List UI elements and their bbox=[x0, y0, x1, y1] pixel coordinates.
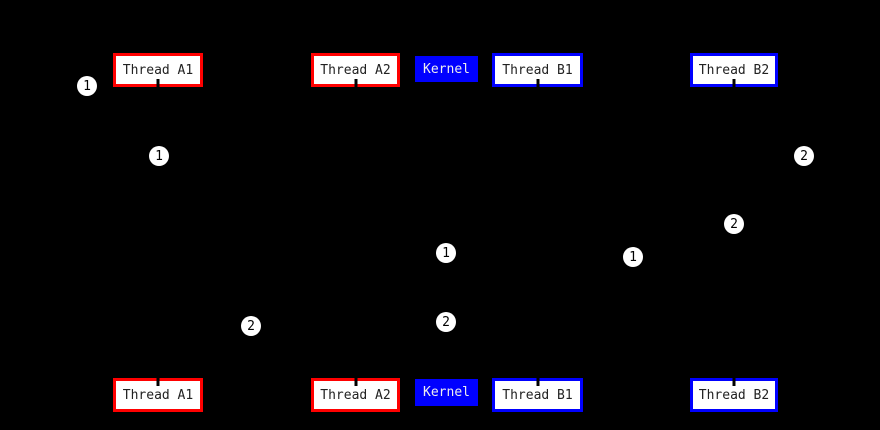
lifeline-stub bbox=[536, 79, 539, 88]
sequence-step-badge: 1 bbox=[623, 247, 643, 267]
participant-label: Thread A1 bbox=[122, 387, 194, 403]
lifeline-stub bbox=[156, 377, 160, 386]
participant-box-thread-b2-bottom: Thread B2 bbox=[690, 377, 778, 412]
participant-label: Thread B2 bbox=[698, 62, 770, 78]
participant-label: Kernel bbox=[423, 385, 470, 400]
participant-label: Thread A1 bbox=[122, 62, 194, 78]
lifeline-stub bbox=[536, 377, 539, 386]
lifeline-stub bbox=[732, 377, 736, 386]
participant-box-thread-a2-top: Thread A2 bbox=[311, 53, 400, 88]
sequence-step-badge: 1 bbox=[436, 243, 456, 263]
lifeline-stub bbox=[156, 79, 160, 88]
lifeline-stub bbox=[354, 377, 357, 386]
participant-label: Thread B1 bbox=[502, 387, 573, 403]
participant-label: Thread B1 bbox=[502, 62, 573, 78]
participant-box-thread-b2-top: Thread B2 bbox=[690, 53, 778, 88]
participant-label: Kernel bbox=[423, 61, 470, 77]
sequence-step-badge: 1 bbox=[77, 76, 97, 96]
sequence-step-badge: 1 bbox=[149, 146, 169, 166]
lifeline-stub bbox=[732, 79, 736, 88]
participant-box-thread-a2-bottom: Thread A2 bbox=[311, 377, 400, 412]
participant-label: Thread A2 bbox=[320, 62, 391, 78]
participant-box-kernel-bottom: Kernel bbox=[415, 379, 478, 406]
sequence-step-badge: 2 bbox=[436, 312, 456, 332]
participant-box-thread-b1-bottom: Thread B1 bbox=[492, 377, 583, 412]
sequence-step-badge: 2 bbox=[794, 146, 814, 166]
participant-box-thread-a1-bottom: Thread A1 bbox=[113, 377, 203, 412]
lifeline-stub bbox=[354, 79, 357, 88]
sequence-step-badge: 2 bbox=[241, 316, 261, 336]
participant-label: Thread A2 bbox=[320, 387, 391, 403]
participant-box-thread-b1-top: Thread B1 bbox=[492, 53, 583, 88]
participant-label: Thread B2 bbox=[698, 387, 770, 403]
participant-box-thread-a1-top: Thread A1 bbox=[113, 53, 203, 88]
sequence-step-badge: 2 bbox=[724, 214, 744, 234]
participant-box-kernel-top: Kernel bbox=[415, 56, 478, 82]
